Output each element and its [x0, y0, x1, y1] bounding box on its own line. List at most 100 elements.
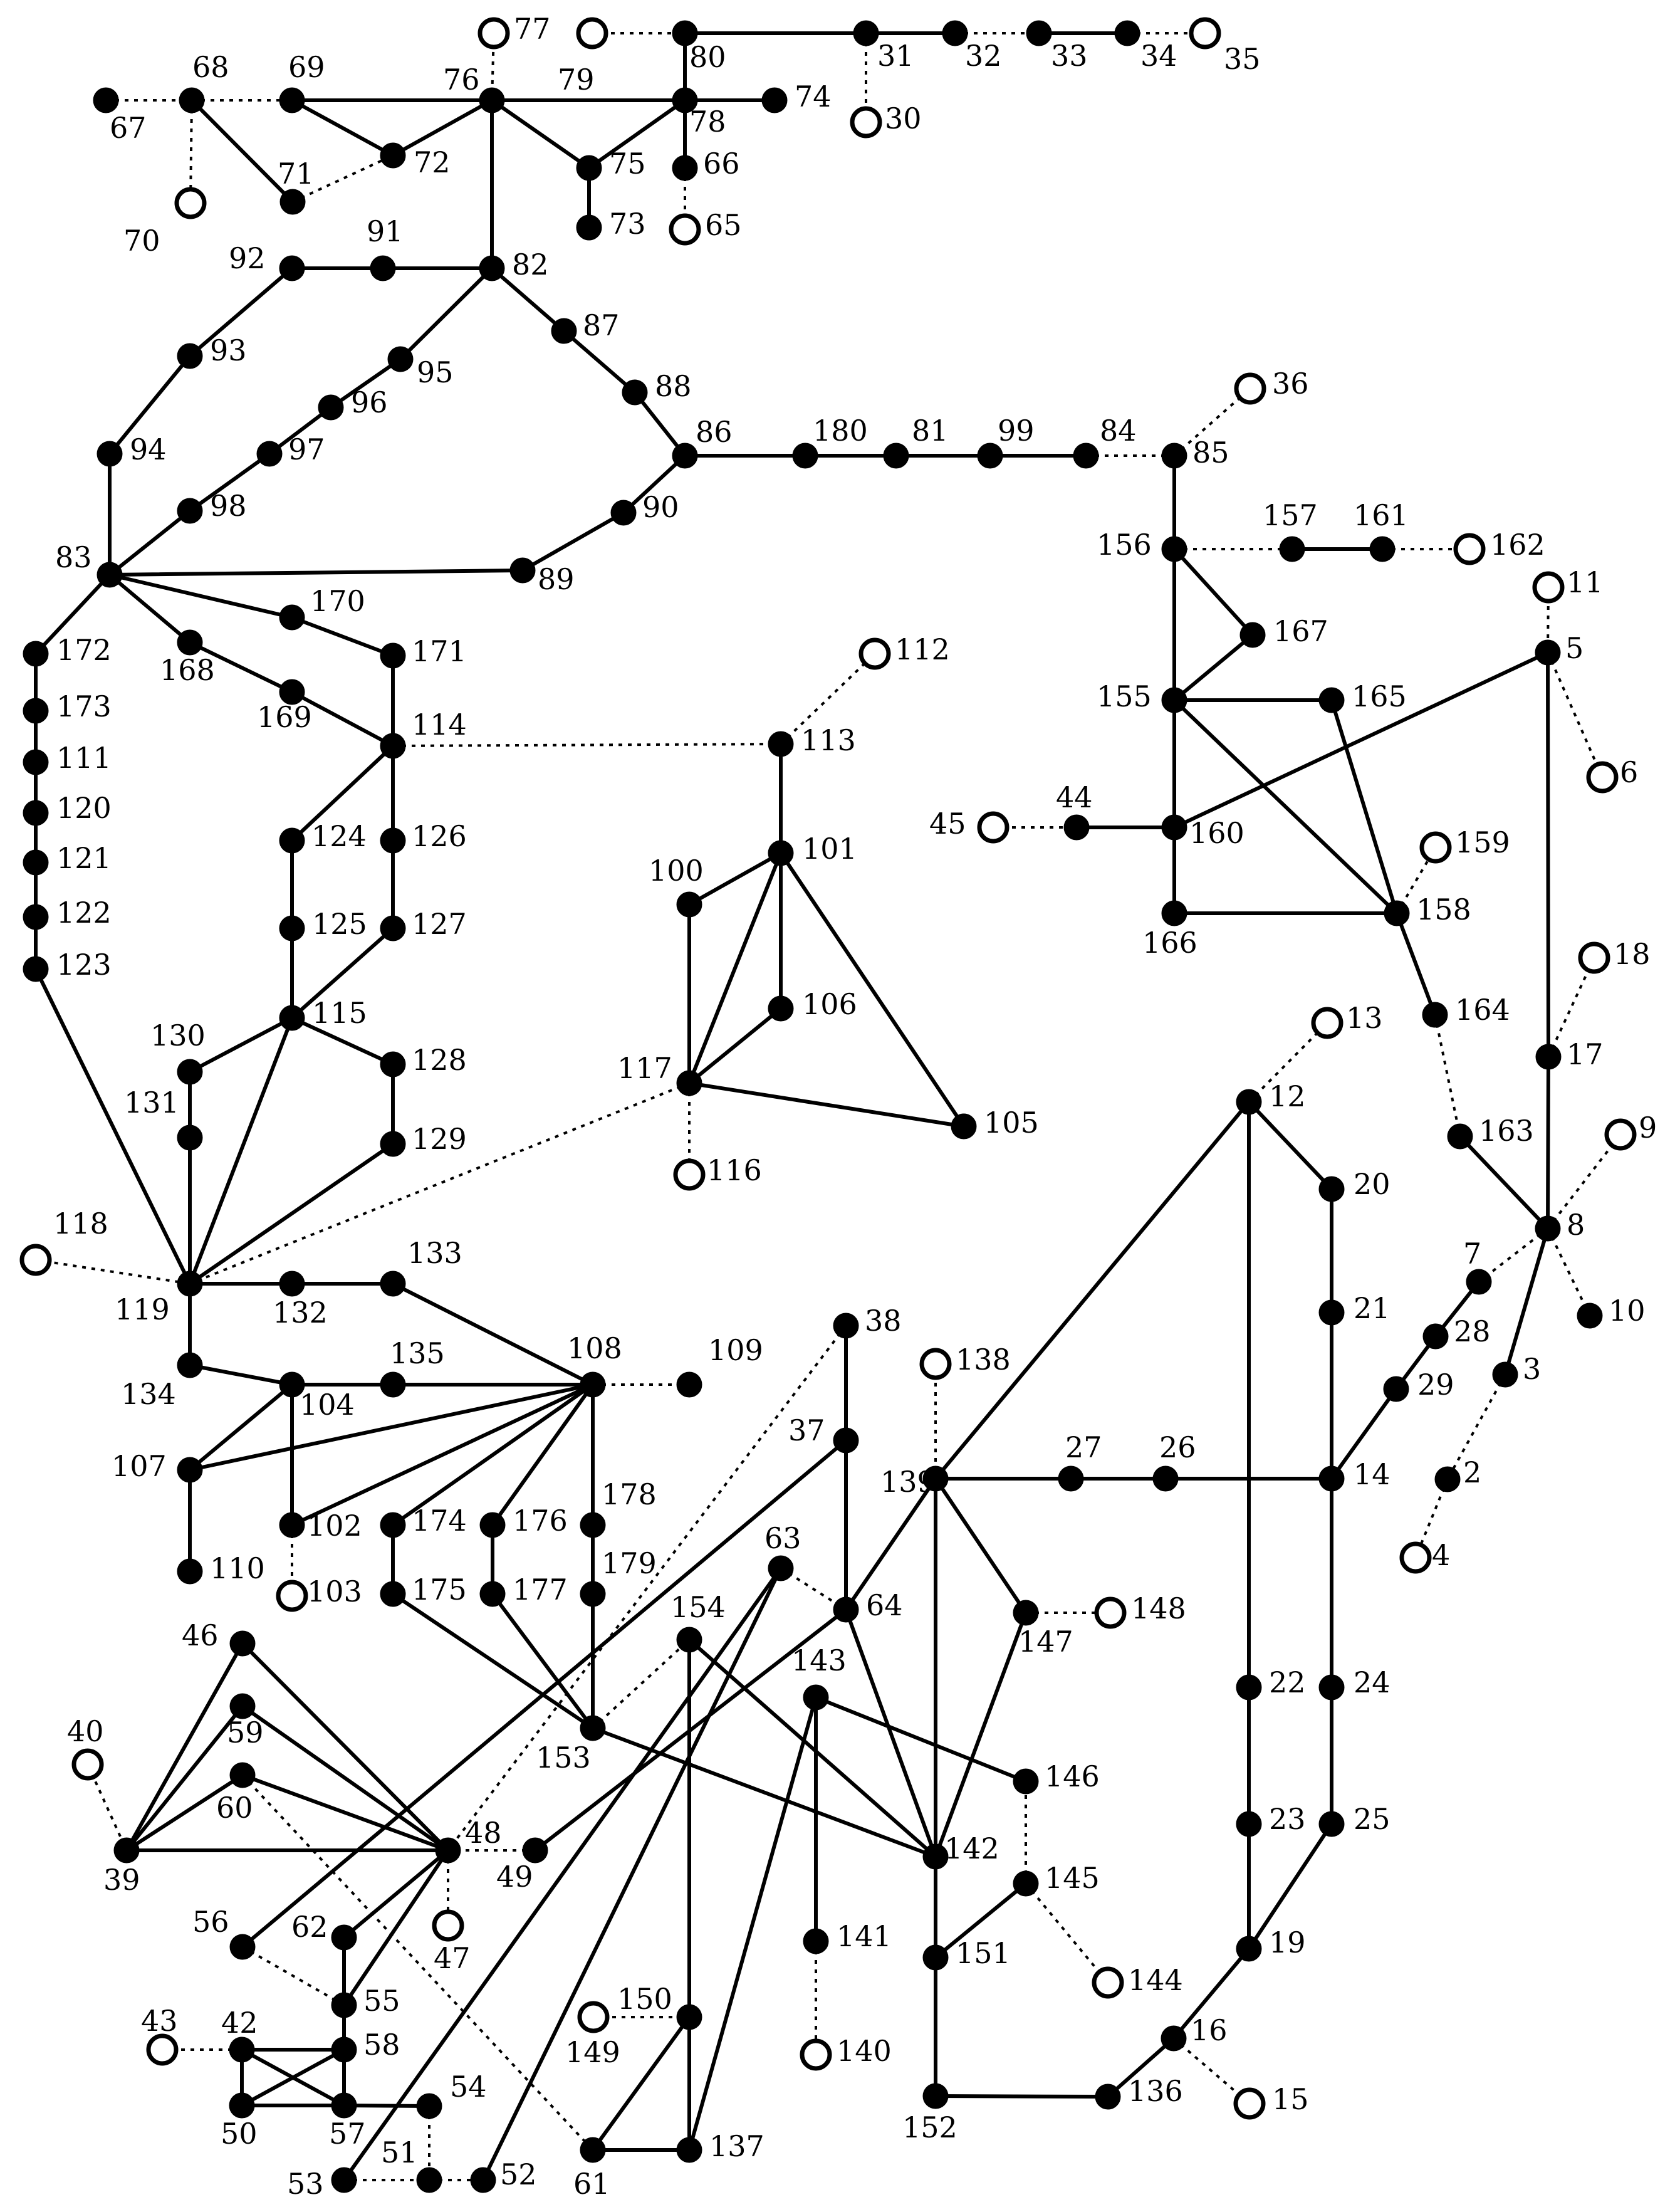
node-128	[380, 1051, 406, 1077]
node-161	[1369, 536, 1396, 562]
node-26	[1152, 1465, 1179, 1492]
node-7	[1466, 1269, 1492, 1295]
node-155	[1161, 687, 1187, 713]
node-label-89: 89	[538, 562, 575, 596]
node-label-176: 176	[513, 1504, 568, 1538]
edge-19-16	[1172, 1947, 1251, 2040]
edge-60-48	[241, 1773, 450, 1852]
edge-95-96	[329, 357, 402, 409]
node-145	[1013, 1870, 1039, 1897]
node-label-17: 17	[1567, 1037, 1604, 1071]
edge-115-119	[188, 1016, 294, 1286]
node-label-170: 170	[310, 584, 365, 618]
node-30	[850, 106, 882, 139]
node-25	[1318, 1811, 1345, 1837]
node-29	[1383, 1376, 1409, 1402]
node-18	[1578, 941, 1610, 974]
node-113	[768, 731, 794, 757]
node-99	[977, 443, 1003, 469]
edge-136-152	[934, 2094, 1110, 2099]
node-160	[1161, 814, 1187, 841]
node-label-130: 130	[150, 1019, 206, 1052]
node-87	[551, 318, 577, 344]
edge-155-158	[1172, 698, 1399, 915]
node-138	[919, 1348, 952, 1380]
node-11	[1532, 571, 1565, 604]
node-23	[1236, 1811, 1262, 1837]
node-175	[380, 1581, 406, 1607]
node-176	[479, 1512, 506, 1538]
node-label-111: 111	[56, 741, 112, 775]
node-64	[833, 1596, 859, 1623]
node-6	[1586, 761, 1619, 794]
node-109	[676, 1371, 702, 1398]
node-label-133: 133	[407, 1236, 462, 1270]
node-90	[610, 500, 637, 526]
node-70	[174, 187, 207, 219]
edge-63-52	[481, 1566, 783, 2182]
node-72	[380, 142, 406, 169]
node-61	[580, 2137, 606, 2163]
node-label-58: 58	[363, 2028, 400, 2062]
edge-29-14	[1330, 1387, 1398, 1481]
node-163	[1447, 1123, 1473, 1150]
node-82	[479, 255, 505, 281]
node-58	[331, 2037, 357, 2063]
edge-86-90	[622, 454, 687, 515]
node-label-12: 12	[1269, 1079, 1306, 1113]
node-2	[1434, 1466, 1461, 1492]
node-94	[97, 441, 123, 467]
edge-115-128	[290, 1016, 395, 1066]
node-label-78: 78	[689, 105, 726, 139]
node-label-30: 30	[885, 102, 922, 135]
edge-133-108	[391, 1282, 595, 1387]
node-label-167: 167	[1273, 614, 1328, 648]
node-33	[1026, 20, 1052, 46]
edge-83-168	[108, 573, 192, 644]
edge-8-9	[1547, 1133, 1622, 1230]
node-104	[279, 1371, 305, 1398]
node-label-44: 44	[1056, 780, 1093, 814]
node-label-37: 37	[788, 1413, 825, 1447]
node-151	[922, 1944, 949, 1971]
edge-123-119	[34, 967, 192, 1286]
node-label-13: 13	[1346, 1001, 1383, 1035]
node-165	[1318, 687, 1345, 713]
edge-102-108	[290, 1383, 595, 1527]
node-label-132: 132	[273, 1296, 328, 1329]
node-label-177: 177	[513, 1573, 568, 1607]
node-63	[768, 1555, 794, 1581]
node-169	[279, 679, 305, 705]
edge-164-163	[1434, 1014, 1461, 1137]
edge-113-112	[780, 653, 876, 745]
node-label-108: 108	[567, 1331, 622, 1365]
node-17	[1535, 1044, 1562, 1070]
node-label-81: 81	[912, 414, 949, 448]
node-102	[279, 1512, 305, 1538]
node-14	[1318, 1465, 1345, 1492]
node-label-162: 162	[1490, 528, 1545, 562]
node-114	[380, 733, 406, 759]
node-146	[1013, 1768, 1039, 1795]
node-174	[380, 1512, 406, 1538]
node-label-3: 3	[1523, 1352, 1541, 1386]
edge-83-172	[34, 573, 112, 656]
node-label-61: 61	[573, 2167, 610, 2201]
node-label-74: 74	[795, 80, 832, 113]
node-167	[1239, 622, 1266, 648]
node-label-79: 79	[558, 63, 595, 97]
node-83	[97, 562, 123, 588]
node-label-93: 93	[210, 333, 247, 367]
node-label-71: 71	[278, 157, 315, 191]
node-label-95: 95	[417, 355, 454, 389]
node-154	[676, 1627, 702, 1653]
node-120	[23, 800, 49, 826]
node-label-84: 84	[1100, 414, 1137, 448]
edge-57-54	[342, 2104, 431, 2108]
node-label-97: 97	[288, 432, 325, 466]
node-150	[676, 2004, 702, 2030]
node-177	[479, 1581, 506, 1607]
edge-154-142	[687, 1638, 937, 1858]
node-label-68: 68	[192, 50, 229, 84]
